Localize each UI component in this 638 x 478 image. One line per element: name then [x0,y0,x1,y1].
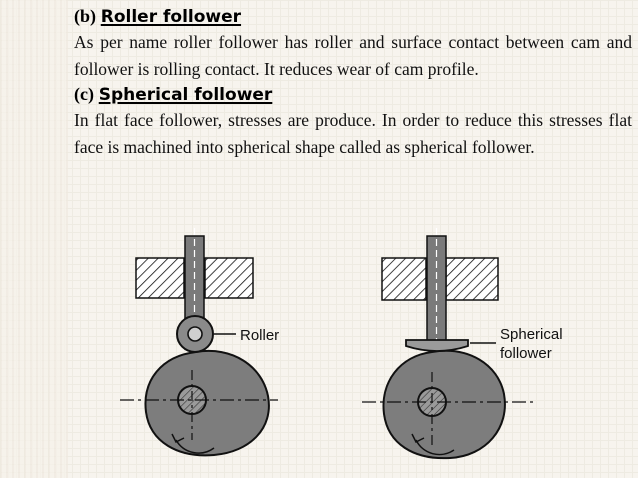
cam-profile-left [144,349,270,457]
section-b-heading: (b) Roller follower [74,4,632,29]
section-b-title: Roller follower [100,7,242,27]
text-content: (b) Roller follower As per name roller f… [74,4,632,160]
section-b-body: As per name roller follower has roller a… [74,32,632,79]
roller-follower-diagram: Roller [120,228,279,457]
spherical-label-line1: Spherical [500,326,563,343]
roller-pin [187,326,203,342]
guide-block-left [135,257,185,299]
spherical-label-line2: follower [500,345,552,362]
section-c-heading: (c) Spherical follower [74,82,632,107]
decorative-left-band [0,0,68,478]
section-b-tag: (b) [74,6,96,26]
spherical-follower-diagram: Spherical follower [362,228,563,460]
section-c-body: In flat face follower, stresses are prod… [74,110,632,157]
spherical-face [405,339,469,352]
section-c-title: Spherical follower [98,85,273,105]
guide-block-right [204,257,254,299]
guide-block-left-2 [381,257,427,301]
roller-label: Roller [240,327,279,344]
guide-block-right-2 [445,257,499,301]
section-c-tag: (c) [74,84,94,104]
